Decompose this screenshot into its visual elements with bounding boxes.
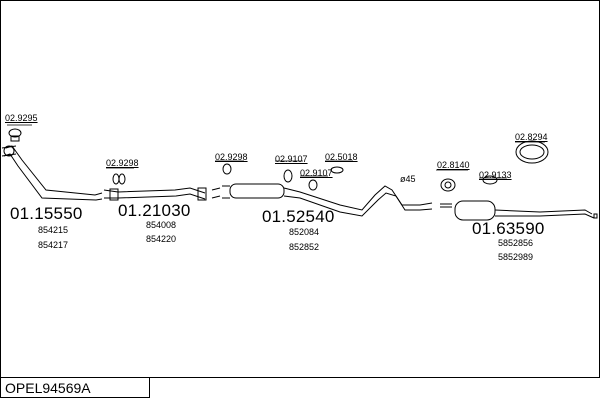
- part-number: 01.15550: [10, 204, 83, 223]
- part-ref: 854008: [146, 220, 177, 230]
- diameter-note: ø45: [400, 174, 416, 184]
- accessory-code: 02.8140: [437, 160, 470, 170]
- part-ref: 5852989: [498, 252, 534, 262]
- accessory-code: 02.9298: [215, 152, 248, 162]
- accessory-code: 02.9295: [5, 113, 38, 123]
- part-ref: 852852: [289, 242, 320, 252]
- middle-silencer-drawing: [211, 183, 433, 217]
- accessory-code: 02.8294: [515, 132, 548, 142]
- front-pipe-drawing: [1, 145, 103, 201]
- part-number: 01.63590: [472, 219, 545, 238]
- part-ref: 852084: [289, 227, 320, 237]
- rear-silencer-drawing: [440, 200, 598, 221]
- part-ref: 854220: [146, 234, 177, 244]
- part-ref: 854215: [38, 225, 69, 235]
- diagram-id: OPEL94569A: [0, 377, 150, 398]
- intermediate-pipe-drawing: [103, 187, 207, 201]
- part-ref: 5852856: [498, 238, 534, 248]
- accessory-code: 02.9133: [479, 170, 512, 180]
- part-number: 01.52540: [262, 207, 335, 226]
- part-number: 01.21030: [118, 201, 191, 220]
- accessory-code: 02.9107: [275, 154, 308, 164]
- accessory-code: 02.5018: [325, 152, 358, 162]
- accessory-code: 02.9298: [106, 158, 139, 168]
- part-ref: 854217: [38, 240, 69, 250]
- clamps-drawing: [8, 128, 549, 192]
- accessory-code: 02.9107: [300, 168, 333, 178]
